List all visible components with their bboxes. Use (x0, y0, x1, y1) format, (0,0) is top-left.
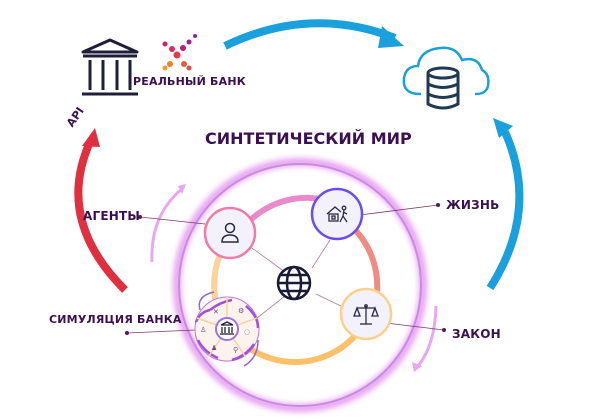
node-law[interactable] (339, 287, 393, 341)
house-person-icon (326, 205, 348, 223)
life-label: ЖИЗНЬ (446, 198, 500, 212)
diagram-title: СИНТЕТИЧЕСКИЙ МИР (205, 129, 412, 148)
node-life[interactable] (310, 187, 364, 241)
real-bank-label: РЕАЛЬНЫЙ БАНК (133, 75, 246, 88)
globe-icon (276, 265, 312, 301)
svg-text:✕: ✕ (213, 308, 219, 316)
bank-simulation-label: СИМУЛЯЦИЯ БАНКА (49, 313, 182, 326)
left-red-arrow (74, 128, 128, 293)
bank-building-icon (220, 321, 234, 335)
left-rotation-arc (150, 186, 184, 263)
law-label: ЗАКОН (452, 327, 501, 341)
svg-text:◌: ◌ (244, 328, 250, 336)
outer-ring (173, 158, 427, 412)
top-blue-arrow (223, 19, 404, 50)
node-bank-simulation[interactable]: ✕ ⚙ ◌ ⚲ ♟ ♙ (194, 291, 260, 367)
spokes (251, 239, 346, 323)
right-blue-arrow (486, 118, 524, 291)
scales-icon (353, 304, 379, 325)
svg-text:⚲: ⚲ (233, 346, 238, 354)
x-logo-icon (162, 34, 197, 71)
cloud-database-icon (402, 46, 490, 110)
right-rotation-arc (416, 305, 438, 367)
node-agents[interactable] (203, 206, 257, 260)
svg-text:♙: ♙ (200, 326, 206, 334)
user-icon (221, 222, 239, 243)
label-connectors (125, 203, 446, 335)
agents-label: АГЕНТЫ (83, 209, 140, 223)
bank-building-icon (81, 38, 139, 96)
svg-text:♟: ♟ (211, 344, 217, 352)
svg-text:⚙: ⚙ (238, 307, 244, 315)
